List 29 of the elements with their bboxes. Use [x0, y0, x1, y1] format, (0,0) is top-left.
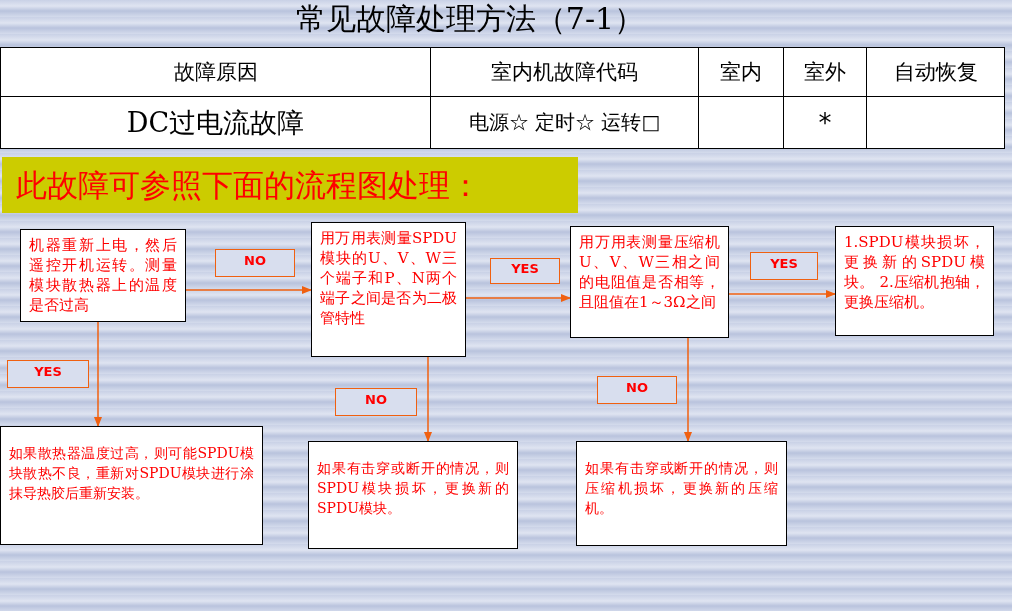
table-cell: 电源☆ 定时☆ 运转□ — [430, 96, 699, 149]
arrow — [185, 286, 312, 294]
process-box: 机器重新上电，然后遥控开机运转。测量模块散热器上的温度是否过高 — [20, 229, 186, 322]
edge-label: YES — [750, 252, 818, 280]
arrow — [94, 321, 102, 427]
table-cell: * — [783, 96, 867, 149]
process-box: 用万用表测量SPDU模块的U、V、W三个端子和P、N两个端子之间是否为二极管特性 — [311, 222, 466, 357]
table-header-cell: 室内 — [698, 47, 784, 97]
table-header-cell: 自动恢复 — [866, 47, 1005, 97]
title: 常见故障处理方法（7-1） — [294, 0, 646, 38]
result-box: 如果有击穿或断开的情况，则SPDU模块损坏，更换新的SPDU模块。 — [308, 441, 518, 549]
table-cell: DC过电流故障 — [0, 96, 431, 149]
table-header-cell: 室外 — [783, 47, 867, 97]
edge-label: YES — [490, 258, 560, 284]
result-box: 如果散热器温度过高，则可能SPDU模块散热不良，重新对SPDU模块进行涂抹导热胶后重新安装。 — [0, 426, 263, 545]
process-box: 用万用表测量压缩机U、V、W三相之间的电阻值是否相等，且阻值在1～3Ω之间 — [570, 226, 729, 338]
edge-label: YES — [7, 360, 89, 388]
arrow — [728, 290, 836, 298]
edge-label: NO — [335, 388, 417, 416]
arrow — [465, 294, 571, 302]
edge-label: NO — [597, 376, 677, 404]
result-box: 如果有击穿或断开的情况，则压缩机损坏，更换新的压缩机。 — [576, 441, 787, 546]
table-header-cell: 故障原因 — [0, 47, 431, 97]
arrow — [424, 356, 432, 442]
table-header-cell: 室内机故障代码 — [430, 47, 699, 97]
banner: 此故障可参照下面的流程图处理： — [2, 157, 578, 213]
arrow — [684, 337, 692, 442]
edge-label: NO — [215, 249, 295, 277]
result-box: 1.SPDU模块损坏，更换新的SPDU模块。 2.压缩机抱轴，更换压缩机。 — [835, 226, 994, 336]
